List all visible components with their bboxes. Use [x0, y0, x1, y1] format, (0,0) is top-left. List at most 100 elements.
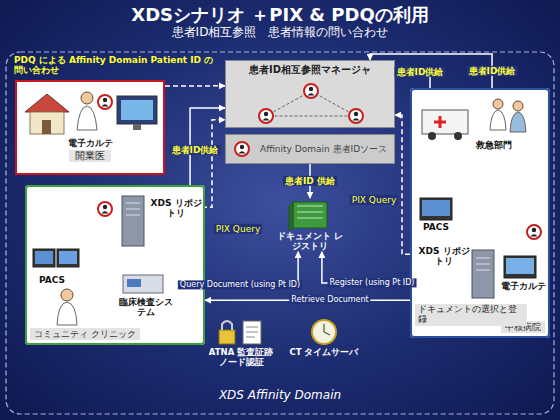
node-label: XDS リポジトリ	[418, 246, 470, 267]
connector	[202, 120, 225, 207]
title: XDSシナリオ ＋PIX & PDQの利用	[0, 5, 560, 26]
illustration-part	[493, 99, 503, 109]
illustration-part	[59, 251, 77, 264]
illustration-part	[422, 110, 468, 134]
clinic-panel: 電子カルテ開業医	[15, 80, 165, 175]
illustration-part	[304, 84, 318, 98]
node-label: ドキュメント レジストリ	[275, 231, 345, 252]
illustration-part	[133, 124, 141, 130]
domain-name: XDS Affinity Domain	[219, 389, 341, 403]
illustration-part	[33, 249, 55, 267]
illustration-part	[121, 100, 153, 120]
edge-label: PDQ による Affinity Domain Patient ID の問い合わ…	[12, 55, 221, 76]
illustration-part	[422, 200, 450, 216]
illustration	[17, 82, 167, 177]
illustration-part	[235, 142, 249, 156]
node-label: PACS	[423, 222, 449, 232]
illustration-part	[472, 250, 494, 298]
xds-repository: XDS リポジトリ	[150, 198, 202, 219]
edge-label: Query Document (using Pt ID)	[178, 280, 302, 289]
illustration-part	[61, 289, 73, 301]
illustration-part	[312, 320, 336, 344]
illustration-part	[57, 249, 79, 267]
illustration-part	[349, 109, 363, 123]
illustration-part	[324, 324, 330, 335]
illustration-part	[126, 203, 140, 215]
node-label: 臨床検査システム	[118, 298, 174, 318]
illustration-part	[222, 321, 232, 330]
illustration-part	[81, 92, 93, 104]
domain-outline	[6, 52, 554, 414]
node-label: PACS	[39, 275, 65, 285]
pacs-station: PACS	[418, 222, 454, 232]
illustration-part	[57, 302, 77, 325]
cross-reference-manager: 患者ID相互参照マネージャ	[225, 60, 395, 128]
node-label: 電子カルテ	[68, 138, 113, 148]
edge-label: Register (using Pt ID)	[328, 278, 417, 287]
illustration-part	[219, 330, 235, 344]
illustration-part	[454, 132, 462, 140]
edge-label: 患者ID 供給	[283, 176, 337, 186]
emergency-dept: 救急部門	[468, 140, 520, 150]
node-label: XDS リポジトリ	[150, 198, 202, 219]
box-fill	[225, 134, 395, 164]
node-label: 救急部門	[476, 140, 512, 150]
illustration-part	[123, 275, 163, 293]
document-registry: ドキュメント レジストリ	[275, 198, 345, 252]
illustration-part	[259, 109, 273, 123]
illustration-part	[117, 96, 157, 124]
illustration-part	[98, 202, 112, 216]
edge-label: Retrieve Document	[289, 295, 370, 304]
connector	[176, 219, 298, 285]
edge-label: PIX Query	[350, 195, 398, 205]
illustration	[412, 90, 552, 340]
illustration-part	[77, 106, 97, 130]
illustration-part	[30, 112, 64, 134]
time-server-node: CT タイムサーバ	[286, 318, 362, 358]
illustration-part	[289, 202, 293, 231]
core-hospital-panel: 中核病院救急部門PACSXDS リポジトリ電子カルテドキュメントの選択と登録	[410, 88, 550, 338]
illustration-part	[428, 132, 436, 140]
illustration-part	[266, 91, 356, 116]
illustration-part	[127, 279, 141, 287]
node-label: CT タイムサーバ	[290, 348, 359, 358]
node-heading: 開業医	[69, 150, 111, 162]
illustration-part	[420, 198, 452, 220]
illustration-part	[297, 206, 323, 218]
illustration-part	[35, 251, 53, 264]
connector	[165, 85, 225, 87]
node-label: 電子カルテ	[501, 282, 546, 292]
illustration-part	[476, 258, 490, 270]
pacs-station: PACS	[34, 275, 70, 285]
illustration-part	[246, 327, 258, 337]
illustration-part	[434, 116, 446, 128]
xds-repository: XDS リポジトリ	[418, 246, 470, 267]
node-label: 患者ID相互参照マネージャ	[249, 64, 371, 76]
illustration-part	[490, 110, 506, 130]
illustration-part	[25, 94, 69, 112]
illustration-part	[243, 321, 261, 344]
subtitle: 患者ID相互参照 患者情報の問い合わせ	[172, 26, 389, 40]
illustration-part	[506, 258, 534, 274]
box-fill	[15, 80, 165, 175]
edge-label: 患者ID供給	[395, 67, 446, 77]
node-label: ドキュメントの選択と登録	[415, 304, 527, 326]
box-fill	[25, 185, 205, 345]
patient-id-source: Affinity Domain 患者IDソース	[225, 134, 395, 164]
illustration-part	[527, 225, 541, 239]
box-fill	[225, 60, 395, 128]
connector	[395, 115, 418, 254]
edge-label: 患者ID供給	[170, 145, 221, 155]
node-label: ATNA 監査証跡 ノード認証	[203, 348, 279, 368]
node-label: Affinity Domain 患者IDソース	[260, 144, 387, 154]
community-clinic-panel: コミュニティ クリニックXDS リポジトリPACS臨床検査システム	[25, 185, 205, 345]
ehr-station: 電子カルテ	[500, 282, 546, 292]
illustration-part	[293, 202, 327, 228]
illustration-part	[513, 101, 523, 111]
illustration-part	[504, 256, 536, 278]
select-register-step: ドキュメントの選択と登録	[415, 304, 527, 326]
illustration-part	[98, 95, 112, 109]
illustration-part	[42, 120, 51, 134]
lab-system: 臨床検査システム	[118, 298, 174, 318]
